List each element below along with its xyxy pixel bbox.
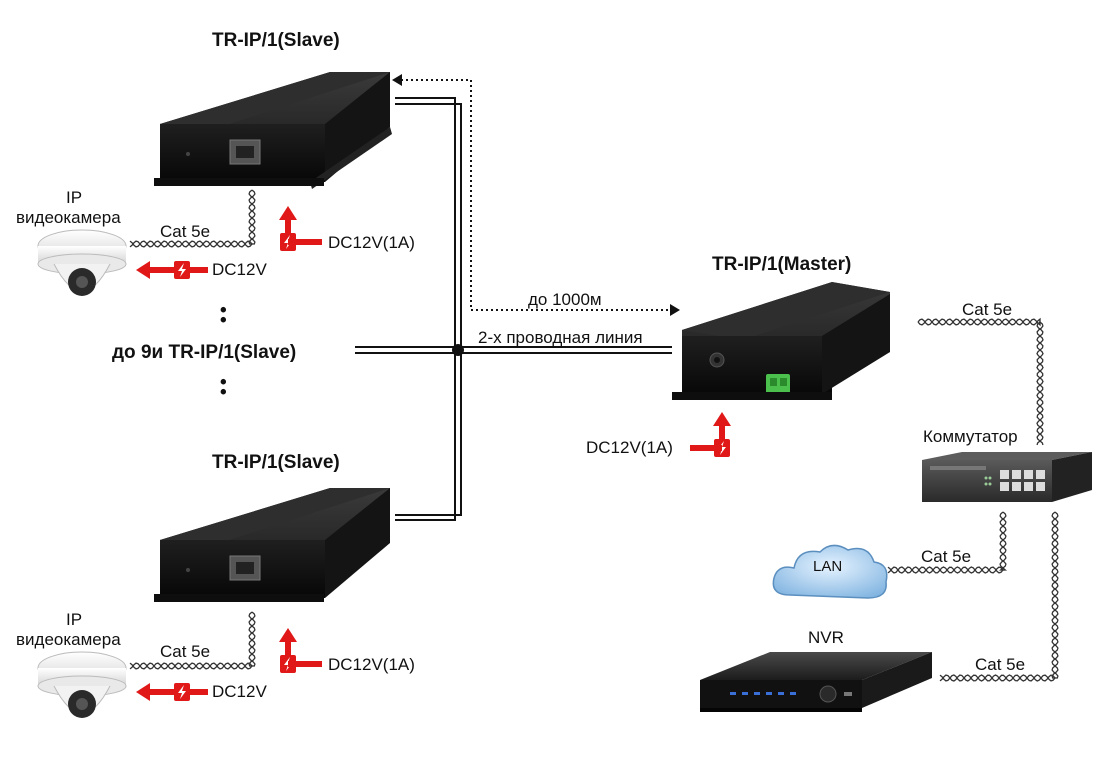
range-label: до 1000м bbox=[528, 290, 602, 309]
power-label-camera-top: DC12V bbox=[212, 260, 267, 279]
ip-camera-bottom-image bbox=[37, 651, 127, 718]
power-arrow-slave-bottom bbox=[279, 628, 322, 673]
lan-cloud-icon bbox=[772, 544, 888, 599]
slave-device-top-image bbox=[154, 72, 392, 189]
nvr-label: NVR bbox=[808, 628, 844, 647]
power-arrow-slave-top bbox=[279, 206, 322, 251]
line-type-label: 2-х проводная линия bbox=[478, 328, 643, 347]
cable-camera-bottom bbox=[129, 611, 256, 670]
switch-label: Коммутатор bbox=[923, 427, 1018, 446]
cable-label-nvr: Cat 5e bbox=[975, 655, 1026, 674]
slave-count-label: до 9и TR-IP/1(Slave) bbox=[112, 342, 297, 363]
slave-device-bottom-image bbox=[154, 488, 390, 602]
power-arrow-master bbox=[690, 412, 731, 457]
cable-master-switch bbox=[917, 317, 1044, 446]
ellipsis-bottom: •• bbox=[220, 372, 227, 403]
power-arrow-camera-top bbox=[136, 261, 208, 279]
camera-bottom-label-line1: IP bbox=[66, 610, 83, 629]
slave-bottom-title: TR-IP/1(Slave) bbox=[212, 452, 340, 473]
cable-switch-lan bbox=[887, 511, 1008, 574]
cable-label-master-switch: Cat 5e bbox=[962, 300, 1013, 319]
twisted-pair-cables bbox=[129, 189, 1059, 682]
power-label-slave-bottom: DC12V(1A) bbox=[328, 655, 415, 674]
power-arrow-camera-bottom bbox=[136, 683, 208, 701]
cable-label-lan: Cat 5e bbox=[921, 547, 972, 566]
camera-top-label-line1: IP bbox=[66, 188, 83, 207]
switch-image bbox=[922, 452, 1092, 502]
two-wire-bus bbox=[355, 79, 672, 521]
nvr-image bbox=[700, 652, 932, 712]
lan-label: LAN bbox=[813, 558, 843, 575]
slave-top-title: TR-IP/1(Slave) bbox=[212, 30, 340, 51]
cable-label-top-slave: Cat 5e bbox=[160, 222, 211, 241]
range-arrow-right-icon bbox=[670, 304, 680, 316]
range-arrow-left-icon bbox=[392, 74, 402, 86]
power-indicators bbox=[136, 206, 731, 701]
power-label-camera-bottom: DC12V bbox=[212, 682, 267, 701]
bus-junction-dot bbox=[452, 344, 464, 356]
cable-label-bottom-slave: Cat 5e bbox=[160, 642, 211, 661]
ellipsis-top: •• bbox=[220, 300, 227, 331]
master-title: TR-IP/1(Master) bbox=[712, 254, 852, 275]
power-label-slave-top: DC12V(1A) bbox=[328, 233, 415, 252]
camera-bottom-label-line2: видеокамера bbox=[16, 630, 121, 649]
cable-camera-top bbox=[129, 189, 256, 248]
ip-camera-top-image bbox=[37, 229, 127, 296]
camera-top-label-line2: видеокамера bbox=[16, 208, 121, 227]
master-device-image bbox=[672, 282, 890, 400]
power-label-master: DC12V(1A) bbox=[586, 438, 673, 457]
cable-switch-nvr bbox=[939, 511, 1059, 682]
